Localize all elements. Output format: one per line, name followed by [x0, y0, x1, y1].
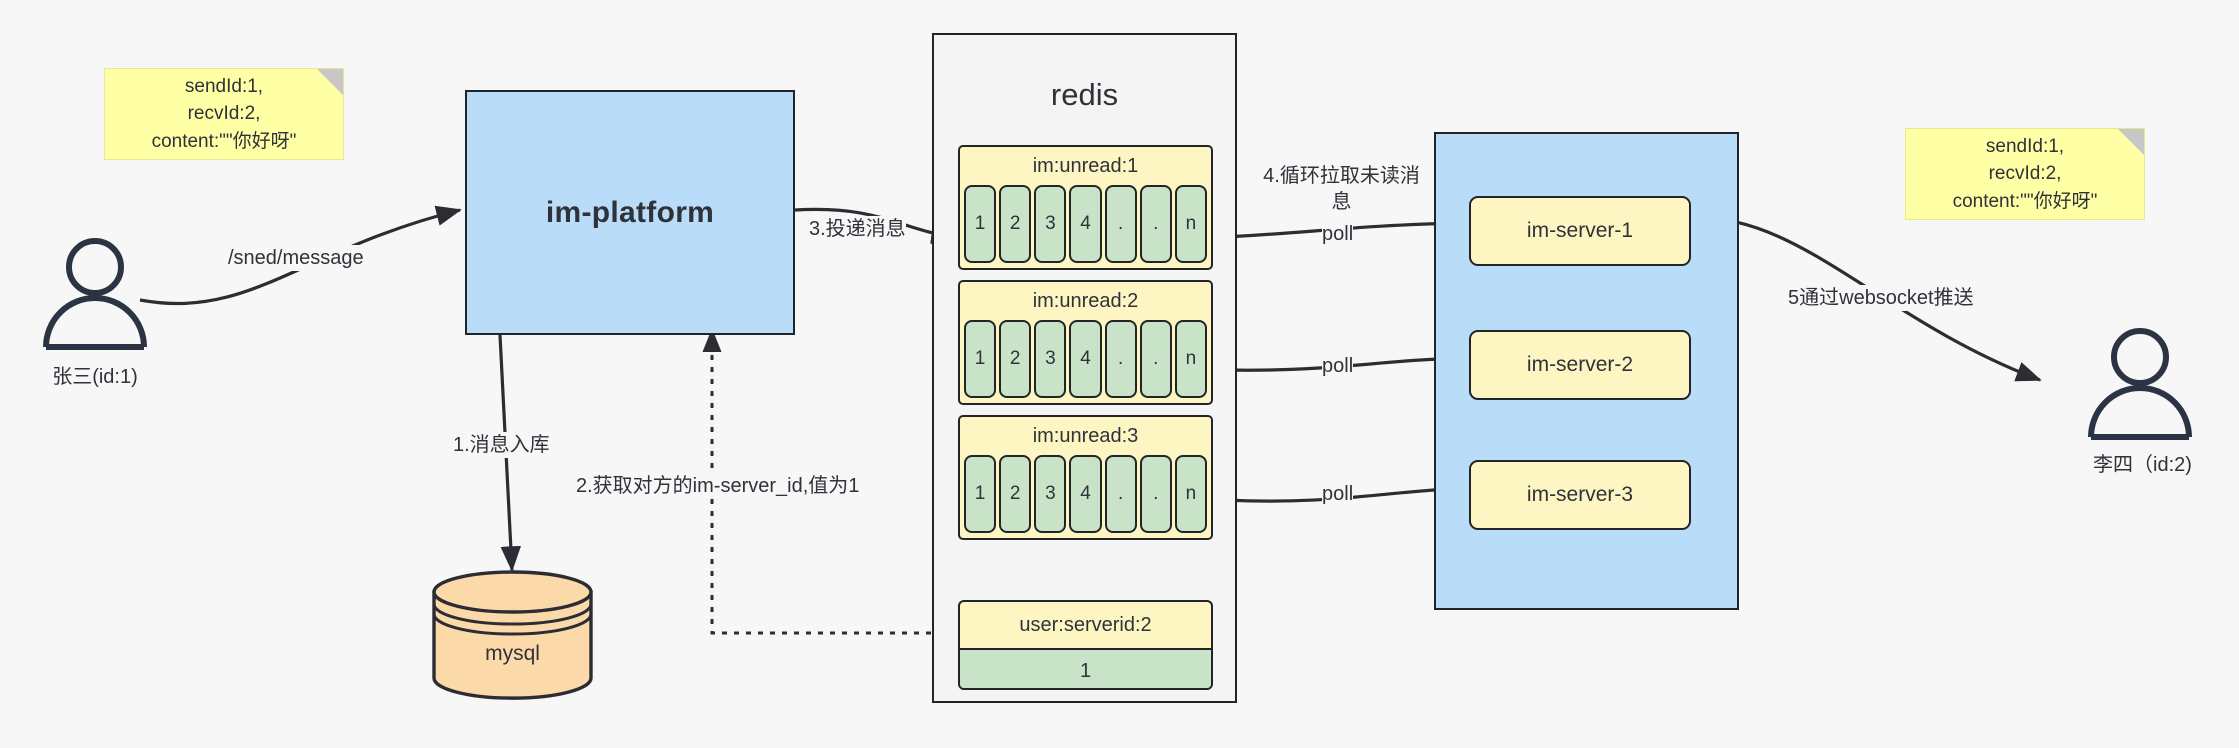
mysql-label: mysql: [485, 642, 540, 665]
edge-label-step3: 3.投递消息: [809, 216, 906, 242]
redis-list-1-cells: 1 2 3 4 . . n: [964, 185, 1207, 263]
redis-cell: .: [1139, 455, 1172, 533]
redis-cell: 1: [964, 185, 997, 263]
node-redis: redis im:unread:1 1 2 3 4 . . n im:unrea…: [932, 33, 1237, 703]
redis-cell: .: [1104, 320, 1137, 398]
edge-label-poll-3: poll: [1322, 481, 1354, 507]
redis-cell: 2: [999, 320, 1032, 398]
note-left-text: sendId:1, recvId:2, content:""你好呀": [151, 75, 297, 152]
redis-kv-key: user:serverid:2: [960, 602, 1211, 650]
redis-cell: .: [1104, 185, 1137, 263]
redis-cell: 4: [1069, 455, 1102, 533]
actor-receiver-label: 李四（id:2): [2093, 454, 2192, 476]
actor-sender-label: 张三(id:1): [52, 366, 138, 388]
node-mysql[interactable]: mysql: [430, 570, 595, 700]
node-im-server-1[interactable]: im-server-1: [1469, 196, 1691, 266]
redis-list-3[interactable]: im:unread:3 1 2 3 4 . . n: [958, 415, 1213, 540]
redis-list-2[interactable]: im:unread:2 1 2 3 4 . . n: [958, 280, 1213, 405]
note-left: sendId:1, recvId:2, content:""你好呀": [104, 68, 344, 160]
redis-list-3-cells: 1 2 3 4 . . n: [964, 455, 1207, 533]
redis-list-3-key: im:unread:3: [1032, 425, 1139, 447]
redis-list-1-key: im:unread:1: [1032, 155, 1139, 177]
edge-label-step4: 4.循环拉取未读消 息: [1254, 163, 1429, 215]
redis-cell: 2: [999, 185, 1032, 263]
redis-cell: 1: [964, 455, 997, 533]
redis-cell: 3: [1034, 185, 1067, 263]
redis-list-2-key: im:unread:2: [1032, 290, 1139, 312]
note-right-text: sendId:1, recvId:2, content:""你好呀": [1952, 135, 2098, 212]
redis-kv-value: 1: [960, 650, 1211, 688]
redis-cell: n: [1174, 455, 1207, 533]
edge-label-poll-1: poll: [1322, 221, 1354, 247]
redis-list-1[interactable]: im:unread:1 1 2 3 4 . . n: [958, 145, 1213, 270]
redis-cell: 1: [964, 320, 997, 398]
redis-kv-user-serverid[interactable]: user:serverid:2 1: [958, 600, 1213, 690]
im-server-1-label: im-server-1: [1526, 219, 1634, 242]
redis-cell: 4: [1069, 185, 1102, 263]
redis-cell: 3: [1034, 320, 1067, 398]
note-fold-icon: [2118, 129, 2144, 155]
redis-cell: 3: [1034, 455, 1067, 533]
note-right: sendId:1, recvId:2, content:""你好呀": [1905, 128, 2145, 220]
node-im-platform[interactable]: im-platform: [465, 90, 795, 335]
redis-title: redis: [1050, 77, 1119, 112]
edge-label-poll-2: poll: [1322, 353, 1354, 379]
im-platform-label: im-platform: [545, 195, 715, 229]
im-server-group: im-server-1 im-server-2 im-server-3: [1434, 132, 1739, 610]
user-icon: [2088, 328, 2192, 440]
edge-label-step1: 1.消息入库: [453, 432, 550, 458]
note-fold-icon: [317, 69, 343, 95]
redis-cell: n: [1174, 185, 1207, 263]
redis-cell: .: [1139, 320, 1172, 398]
redis-cell: 4: [1069, 320, 1102, 398]
im-server-3-label: im-server-3: [1526, 483, 1634, 506]
im-server-2-label: im-server-2: [1526, 353, 1634, 376]
node-im-server-2[interactable]: im-server-2: [1469, 330, 1691, 400]
redis-cell: n: [1174, 320, 1207, 398]
database-cylinder-icon: [432, 570, 593, 700]
actor-receiver: [2075, 325, 2205, 440]
edge-label-send-message: /sned/message: [228, 245, 364, 271]
redis-cell: 2: [999, 455, 1032, 533]
redis-list-2-cells: 1 2 3 4 . . n: [964, 320, 1207, 398]
user-icon: [43, 238, 147, 350]
redis-cell: .: [1104, 455, 1137, 533]
edge-label-step2: 2.获取对方的im-server_id,值为1: [576, 473, 860, 499]
edge-label-step5: 5通过websocket推送: [1788, 285, 1974, 311]
actor-sender: [30, 235, 160, 350]
node-im-server-3[interactable]: im-server-3: [1469, 460, 1691, 530]
redis-cell: .: [1139, 185, 1172, 263]
